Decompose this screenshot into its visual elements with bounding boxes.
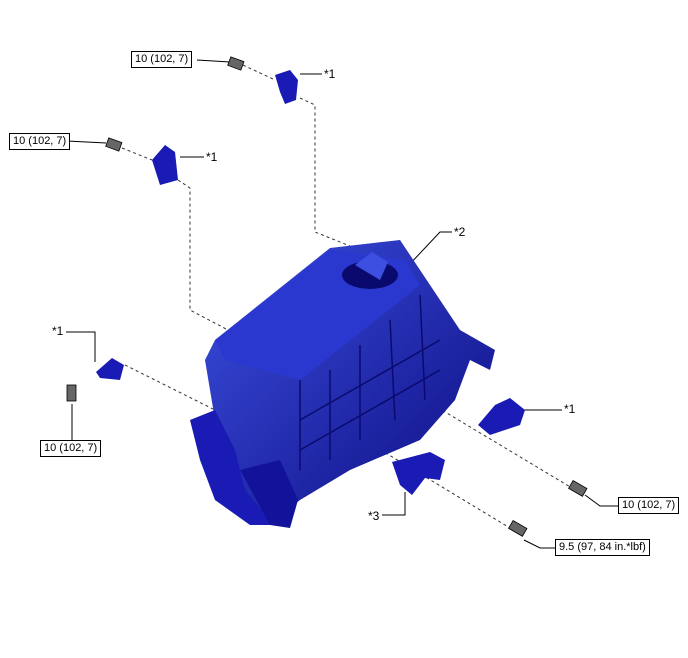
callout-1-right: *1 — [564, 402, 576, 416]
leader-lines — [66, 59, 620, 549]
torque-label-right-bolt: 10 (102, 7) — [618, 497, 680, 514]
callout-2: *2 — [454, 225, 466, 239]
main-unit — [190, 240, 495, 528]
torque-label-top-bracket-bolt: 10 (102, 7) — [131, 51, 193, 68]
callout-1-upper-left: *1 — [206, 150, 218, 164]
callout-3: *3 — [368, 509, 380, 523]
bolts — [66, 56, 588, 537]
torque-label-lower-left-bolt: 10 (102, 7) — [40, 440, 102, 457]
torque-label-upper-left-bolt: 10 (102, 7) — [9, 133, 71, 150]
torque-label-bottom-bolt: 9.5 (97, 84 in.*lbf) — [555, 539, 650, 556]
brackets — [96, 70, 525, 495]
callout-1-top: *1 — [324, 67, 336, 81]
callout-1-left: *1 — [52, 324, 64, 338]
